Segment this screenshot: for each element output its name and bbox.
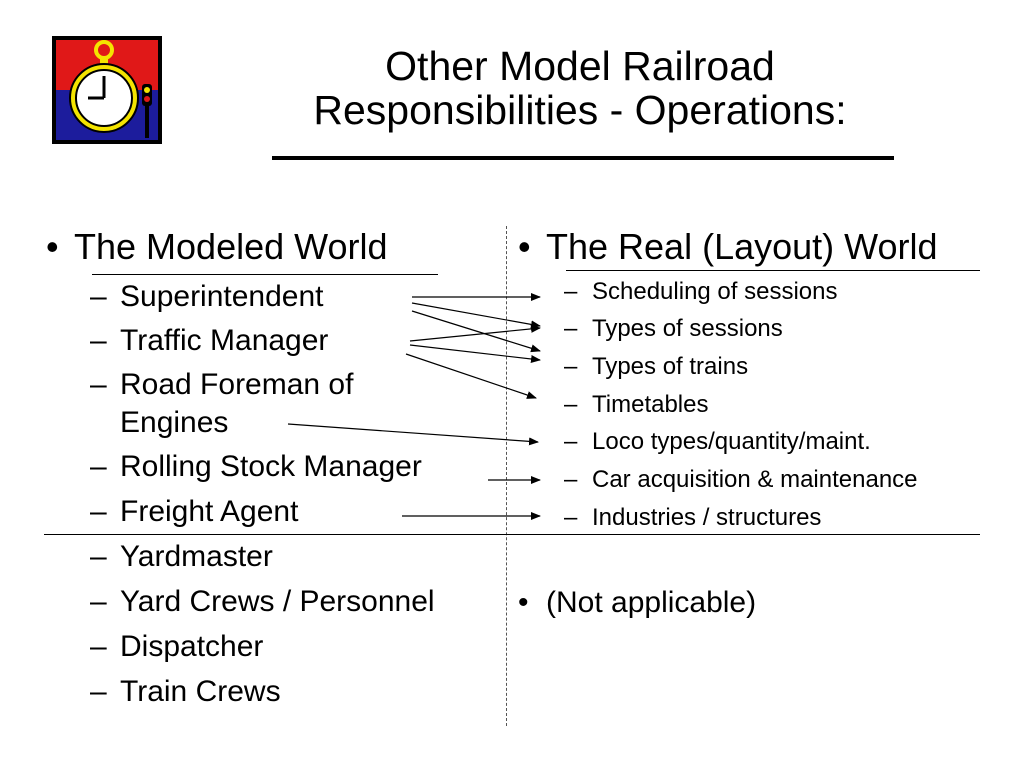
left-item-road-foreman: –Road Foreman of [90, 368, 353, 402]
dash-mark: – [564, 315, 578, 342]
item-text: Industries / structures [592, 504, 822, 531]
item-text: Rolling Stock Manager [120, 450, 422, 483]
dash-mark: – [564, 428, 578, 455]
item-text: Dispatcher [120, 630, 264, 663]
left-item-yardmaster: –Yardmaster [90, 540, 273, 574]
dash-mark: – [90, 450, 107, 483]
dash-mark: – [90, 540, 107, 573]
right-not-applicable: • (Not applicable) [518, 586, 756, 620]
arrow-superintendent-types-of-trains [411, 310, 541, 353]
right-item-types-of-sessions: –Types of sessions [564, 315, 783, 343]
arrow-road-foreman-loco-types [287, 423, 539, 446]
item-text: Types of sessions [592, 315, 783, 342]
left-heading: • The Modeled World [46, 226, 388, 268]
left-item-superintendent: –Superintendent [90, 280, 324, 314]
dash-mark: – [564, 466, 578, 493]
left-item-dispatcher: –Dispatcher [90, 630, 263, 664]
item-text: Types of trains [592, 353, 749, 380]
dash-mark: – [564, 504, 578, 531]
right-item-industries: –Industries / structures [564, 504, 821, 532]
item-text: Timetables [592, 391, 709, 418]
arrow-traffic-manager-types-of-sessions [409, 324, 541, 342]
left-heading-text: The Modeled World [74, 226, 388, 267]
item-text: Yard Crews / Personnel [120, 585, 435, 618]
left-item-traffic-manager: –Traffic Manager [90, 324, 328, 358]
bullet-mark: • [518, 586, 529, 619]
item-text: Traffic Manager [120, 324, 329, 357]
item-text: Freight Agent [120, 495, 299, 528]
right-item-timetables: –Timetables [564, 391, 708, 419]
right-heading-text: The Real (Layout) World [546, 226, 938, 267]
slide-title: Other Model Railroad Responsibilities - … [260, 44, 900, 132]
dash-mark: – [90, 495, 107, 528]
title-underline [272, 156, 894, 160]
left-item-yard-crews: –Yard Crews / Personnel [90, 585, 435, 619]
arrow-traffic-manager-types-of-trains [409, 344, 541, 363]
dash-mark: – [90, 280, 107, 313]
item-text: Train Crews [120, 675, 281, 708]
right-heading: • The Real (Layout) World [518, 226, 938, 268]
dash-mark: – [90, 675, 107, 708]
item-text: Yardmaster [120, 540, 273, 573]
title-line-1: Other Model Railroad [385, 43, 775, 89]
dash-mark: – [564, 353, 578, 380]
right-heading-rule [566, 270, 980, 271]
left-item-rolling-stock-manager: –Rolling Stock Manager [90, 450, 422, 484]
dash-mark: – [90, 630, 107, 663]
right-item-scheduling: –Scheduling of sessions [564, 278, 837, 306]
item-text: Scheduling of sessions [592, 278, 838, 305]
left-item-road-foreman-cont: Engines [120, 406, 228, 440]
item-text: Car acquisition & maintenance [592, 466, 918, 493]
dash-mark: – [564, 391, 578, 418]
item-text: Road Foreman of [120, 368, 354, 401]
dash-mark: – [90, 324, 107, 357]
bullet-mark: • [46, 226, 59, 267]
dash-mark: – [90, 585, 107, 618]
right-item-types-of-trains: –Types of trains [564, 353, 748, 381]
arrow-superintendent-types-of-sessions [411, 302, 541, 329]
right-item-loco-types: –Loco types/quantity/maint. [564, 428, 871, 456]
right-item-car-acquisition: –Car acquisition & maintenance [564, 466, 918, 494]
pocket-watch-signal-icon [52, 36, 162, 144]
not-applicable-text: (Not applicable) [546, 586, 757, 619]
left-item-train-crews: –Train Crews [90, 675, 281, 709]
left-item-freight-agent: –Freight Agent [90, 495, 298, 529]
item-text: Superintendent [120, 280, 324, 313]
bullet-mark: • [518, 226, 531, 267]
column-divider [506, 226, 507, 726]
item-text: Engines [120, 406, 229, 439]
left-heading-rule [92, 274, 438, 275]
arrow-traffic-manager-timetables [405, 353, 537, 399]
item-text: Loco types/quantity/maint. [592, 428, 871, 455]
dash-mark: – [564, 278, 578, 305]
dash-mark: – [90, 368, 107, 401]
title-line-2: Responsibilities - Operations: [313, 87, 847, 133]
section-separator [44, 534, 980, 535]
